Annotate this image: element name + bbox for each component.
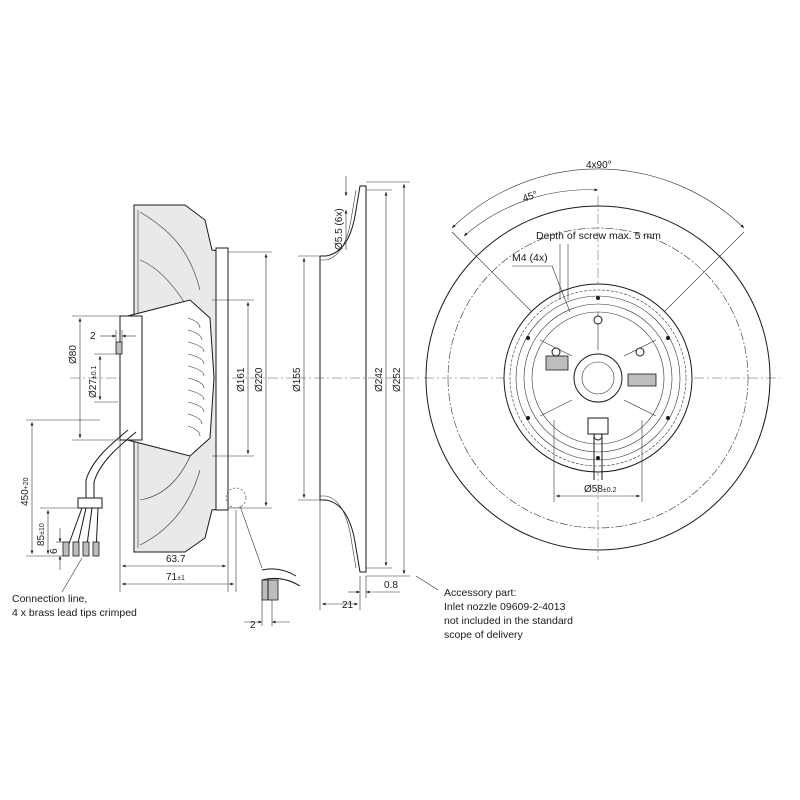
connection-cable-outer bbox=[93, 431, 137, 498]
dim-6: 6 bbox=[49, 548, 60, 554]
dim-0-8: 0.8 bbox=[384, 580, 398, 591]
lead-wires bbox=[62, 507, 100, 557]
angle-45: 45° bbox=[521, 189, 539, 205]
dim-450: 450 bbox=[20, 489, 31, 506]
dim-d242: Ø242 bbox=[374, 367, 385, 392]
dim-d27: Ø27 bbox=[88, 379, 99, 398]
connection-note-line1: Connection line, bbox=[12, 593, 87, 605]
impeller-outer-disc bbox=[425, 205, 771, 551]
dim-d58: Ø58 bbox=[584, 484, 603, 495]
dim-d155: Ø155 bbox=[292, 367, 303, 392]
dim-21: 21 bbox=[342, 600, 354, 611]
motor-hub bbox=[119, 299, 215, 457]
dim-d161: Ø161 bbox=[236, 367, 247, 392]
accessory-note-leader bbox=[415, 575, 439, 591]
accessory-note-line4: scope of delivery bbox=[444, 629, 524, 641]
detail-view bbox=[261, 568, 301, 626]
angle-4x90: 4x90° bbox=[586, 160, 612, 171]
nozzle-profile bbox=[320, 185, 367, 573]
dim-71: 71 bbox=[166, 572, 178, 583]
diagonal-line-right bbox=[651, 231, 745, 325]
motor-ring-knurl bbox=[509, 289, 687, 467]
impeller-blades bbox=[139, 211, 201, 546]
cable-sheath-end bbox=[77, 497, 103, 509]
accessory-note-line1: Accessory part: bbox=[444, 587, 516, 599]
hub-inner bbox=[581, 361, 615, 395]
dim-d58-tol: ±0.2 bbox=[603, 487, 617, 494]
m4-leader bbox=[551, 265, 571, 313]
accessory-note-line2: Inlet nozzle 09609-2-4013 bbox=[444, 601, 566, 613]
connection-note-line2: 4 x brass lead tips crimped bbox=[12, 607, 137, 619]
angle-arc-45 bbox=[463, 188, 599, 237]
dim-71-tol: ±1 bbox=[177, 575, 185, 582]
dim-85: 85 bbox=[36, 534, 47, 546]
dim-d80: Ø80 bbox=[68, 345, 79, 364]
nozzle-view: Ø155 Ø242 Ø252 Ø5.5 (6x) 21 0.8 Accessor… bbox=[292, 176, 573, 641]
rotor-boss bbox=[119, 315, 143, 441]
dim-63-7: 63.7 bbox=[166, 554, 186, 565]
diagonal-line-left bbox=[451, 231, 545, 325]
dim-detail-2: 2 bbox=[250, 620, 256, 631]
detail-marker-circle bbox=[225, 487, 247, 509]
connection-note-leader bbox=[61, 557, 83, 593]
dim-d27-group: Ø27±0.1 bbox=[88, 365, 99, 398]
dim-d5-5: Ø5.5 (6x) bbox=[334, 208, 345, 250]
dim-450-group: 450+20 bbox=[20, 477, 31, 506]
nozzle-profile-inner-top bbox=[320, 189, 357, 261]
rim-holes bbox=[526, 296, 670, 460]
dim-d220: Ø220 bbox=[254, 367, 265, 392]
hub-label-left bbox=[545, 355, 569, 371]
hub-label-right bbox=[627, 373, 657, 387]
nozzle-profile-inner-bottom bbox=[320, 495, 357, 569]
front-view: 4x90° 45° bbox=[424, 160, 780, 560]
rotor-boss-tab bbox=[115, 341, 123, 355]
dim-d58-group: Ø58±0.2 bbox=[584, 484, 617, 495]
accessory-note-line3: not included in the standard bbox=[444, 615, 573, 627]
dim-450-tol: +20 bbox=[23, 477, 30, 489]
motor-cooling-fins bbox=[187, 317, 205, 437]
dim-gap-2-top: 2 bbox=[90, 331, 96, 342]
side-view: Ø220 Ø161 Ø80 Ø27±0.1 2 63.7 71±1 bbox=[12, 204, 301, 631]
dim-d27-tol: ±0.1 bbox=[91, 365, 98, 379]
motor-ring-2 bbox=[523, 303, 673, 453]
detail-leader bbox=[239, 505, 263, 569]
dim-d252: Ø252 bbox=[392, 367, 403, 392]
connection-cable bbox=[85, 429, 129, 498]
impeller-back-plate bbox=[215, 247, 229, 511]
dim-71-group: 71±1 bbox=[166, 572, 185, 583]
bolt-circle bbox=[447, 227, 749, 529]
m4-note: M4 (4x) bbox=[512, 252, 548, 264]
hub-outer bbox=[573, 353, 623, 403]
dim-85-tol: ±10 bbox=[39, 523, 46, 535]
screw-depth-note: Depth of screw max. 5 mm bbox=[536, 230, 661, 242]
cable-outlet bbox=[587, 417, 609, 435]
dim-85-group: 85±10 bbox=[36, 523, 47, 546]
